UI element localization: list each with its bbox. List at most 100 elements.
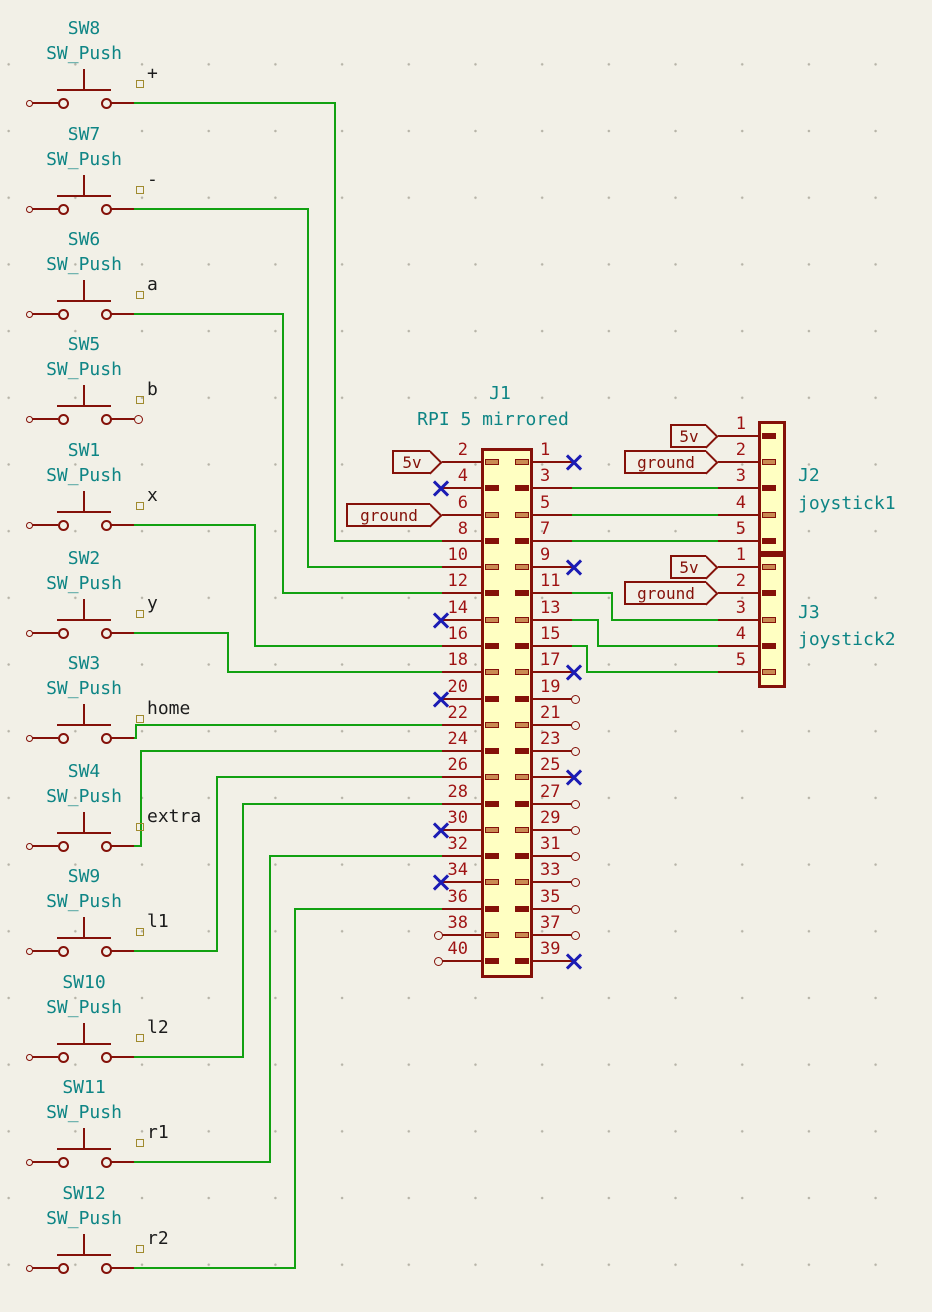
unconnected-pin-circle [570, 720, 580, 730]
switch-lead [111, 101, 134, 105]
switch-lead [32, 736, 58, 740]
pin-leg [485, 538, 499, 544]
reference: SW10 [62, 972, 106, 993]
switch-actuator-bar [57, 723, 111, 726]
switch-contact-circle [100, 627, 112, 639]
power-label-ground-text: ground [637, 583, 695, 603]
pin-number: 13 [540, 598, 561, 618]
pin-number: 18 [447, 650, 468, 670]
pin-number: 31 [540, 834, 561, 854]
power-label-5v-text: 5v [402, 452, 422, 472]
switch-contact-circle [57, 627, 69, 639]
wire-segment [241, 802, 245, 1059]
wire-segment [572, 513, 718, 517]
pin-stub [533, 565, 572, 569]
pin-stub [533, 959, 572, 963]
pin-stub [442, 775, 481, 779]
wire-segment [610, 591, 614, 622]
switch-actuator-bar [57, 88, 111, 91]
pin-number: 14 [447, 598, 468, 618]
unconnected-pin-circle [570, 930, 580, 940]
switch-contact-circle [100, 519, 112, 531]
value: SW_Push [46, 573, 122, 594]
switch-contact-circle [100, 1051, 112, 1063]
pin-leg [515, 958, 529, 964]
pin-number: 40 [447, 939, 468, 959]
pin-number: 4 [735, 493, 746, 513]
value: SW_Push [46, 997, 122, 1018]
pin-leg [515, 564, 529, 570]
power-label-5v[interactable]: 5v [670, 424, 706, 448]
switch-actuator-bar [57, 831, 111, 834]
net-label-anchor [136, 1139, 144, 1147]
switch-lead [111, 523, 134, 527]
wire-segment [139, 749, 143, 848]
pin-stub [718, 539, 758, 543]
wire-segment [134, 1266, 295, 1270]
switch-actuator-stem [82, 175, 86, 195]
reference: J1 [489, 383, 511, 404]
switch-contact-circle [57, 840, 69, 852]
wire-segment [243, 802, 444, 806]
wire-segment [308, 565, 444, 569]
pin-stub [442, 513, 481, 517]
pin-leg [485, 801, 499, 807]
pin-stub [718, 460, 758, 464]
switch-actuator-stem [82, 1128, 86, 1148]
net-label-anchor [136, 291, 144, 299]
wire-segment [572, 618, 598, 622]
pin-number: 24 [447, 729, 468, 749]
power-label-5v[interactable]: 5v [392, 450, 430, 474]
pin-number: 4 [735, 624, 746, 644]
pin-number: 28 [447, 782, 468, 802]
net-label: r2 [147, 1228, 169, 1249]
power-label-ground-text: ground [360, 505, 418, 525]
wire-segment [598, 644, 718, 648]
net-label-anchor [136, 502, 144, 510]
wire-segment [572, 644, 587, 648]
switch-actuator-bar [57, 1042, 111, 1045]
pin-number: 27 [540, 782, 561, 802]
pin-number: 17 [540, 650, 561, 670]
pin-leg [515, 879, 529, 885]
unconnected-pin-circle [433, 956, 443, 966]
power-label-ground[interactable]: ground [624, 581, 706, 605]
pin-leg [515, 538, 529, 544]
reference: J2 [798, 465, 820, 486]
pin-stub [533, 618, 572, 622]
wire-segment [572, 486, 718, 490]
pin-leg [762, 512, 776, 518]
wire-segment [134, 1055, 243, 1059]
pin-stub [533, 513, 572, 517]
value: SW_Push [46, 891, 122, 912]
power-label-5v[interactable]: 5v [670, 555, 706, 579]
switch-lead [111, 949, 134, 953]
unconnected-pin-circle [570, 694, 580, 704]
reference: SW8 [67, 18, 101, 39]
pin-stub [442, 539, 481, 543]
pin-stub [442, 644, 481, 648]
pin-leg [515, 590, 529, 596]
switch-contact-circle [100, 308, 112, 320]
pin-stub [533, 802, 572, 806]
pin-stub [533, 907, 572, 911]
switch-contact-circle [100, 97, 112, 109]
power-label-ground[interactable]: ground [346, 503, 430, 527]
pin-number: 25 [540, 755, 561, 775]
power-label-ground[interactable]: ground [624, 450, 706, 474]
reference: SW9 [67, 866, 101, 887]
pin-number: 26 [447, 755, 468, 775]
pin-leg [515, 696, 529, 702]
pin-leg [762, 459, 776, 465]
switch-lead [111, 417, 134, 421]
unconnected-pin-circle [570, 904, 580, 914]
switch-contact-circle [100, 1156, 112, 1168]
wire-segment [134, 523, 255, 527]
pin-leg [485, 564, 499, 570]
reference: SW3 [67, 653, 101, 674]
reference: SW2 [67, 548, 101, 569]
wire-segment [134, 631, 228, 635]
switch-lead [32, 1160, 58, 1164]
pin-leg [515, 643, 529, 649]
